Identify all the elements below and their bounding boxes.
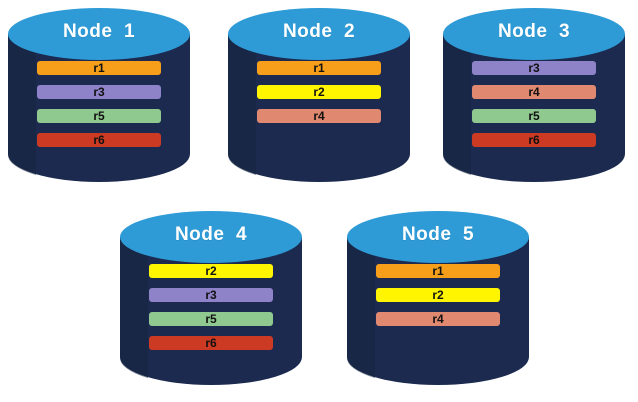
replica-bar-r6[interactable]: r6 xyxy=(37,133,161,147)
replica-bar-r5[interactable]: r5 xyxy=(472,109,596,123)
replica-list-2: r1 r2 r4 xyxy=(257,61,381,123)
replica-bar-r2[interactable]: r2 xyxy=(376,288,500,302)
replica-bar-r4[interactable]: r4 xyxy=(376,312,500,326)
replica-list-5: r1 r2 r4 xyxy=(376,264,500,326)
replica-bar-r3[interactable]: r3 xyxy=(149,288,273,302)
replica-bar-r1[interactable]: r1 xyxy=(37,61,161,75)
node-cylinder-5[interactable]: Node 5 r1 r2 r4 xyxy=(345,209,531,385)
replica-list-4: r2 r3 r5 r6 xyxy=(149,264,273,350)
node-label-3: Node 3 xyxy=(497,21,571,42)
node-label-2: Node 2 xyxy=(282,21,356,42)
replica-bar-r2[interactable]: r2 xyxy=(257,85,381,99)
replica-bar-r6[interactable]: r6 xyxy=(472,133,596,147)
replica-bar-r6[interactable]: r6 xyxy=(149,336,273,350)
node-label-1: Node 1 xyxy=(62,21,136,42)
node-cylinder-2[interactable]: Node 2 r1 r2 r4 xyxy=(226,6,412,182)
replica-bar-r2[interactable]: r2 xyxy=(149,264,273,278)
replica-bar-r4[interactable]: r4 xyxy=(257,109,381,123)
replica-list-3: r3 r4 r5 r6 xyxy=(472,61,596,147)
replica-bar-r1[interactable]: r1 xyxy=(376,264,500,278)
node-label-5: Node 5 xyxy=(401,224,475,245)
replica-list-1: r1 r3 r5 r6 xyxy=(37,61,161,147)
node-cylinder-3[interactable]: Node 3 r3 r4 r5 r6 xyxy=(441,6,627,182)
node-label-4: Node 4 xyxy=(174,224,248,245)
node-cylinder-1[interactable]: Node 1 r1 r3 r5 r6 xyxy=(6,6,192,182)
node-cylinder-4[interactable]: Node 4 r2 r3 r5 r6 xyxy=(118,209,304,385)
replica-bar-r3[interactable]: r3 xyxy=(472,61,596,75)
replica-bar-r5[interactable]: r5 xyxy=(149,312,273,326)
replica-bar-r1[interactable]: r1 xyxy=(257,61,381,75)
replica-bar-r4[interactable]: r4 xyxy=(472,85,596,99)
replica-bar-r3[interactable]: r3 xyxy=(37,85,161,99)
replica-bar-r5[interactable]: r5 xyxy=(37,109,161,123)
